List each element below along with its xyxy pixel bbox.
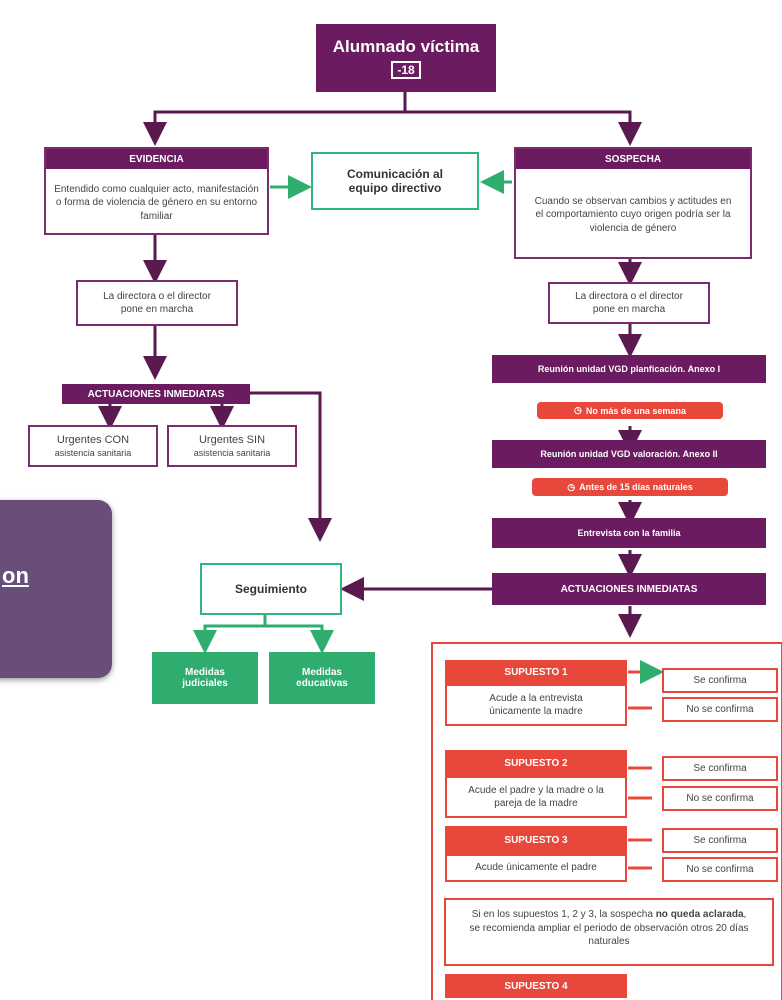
supuesto-2-yes: Se confirma (662, 756, 778, 781)
actuaciones-left: ACTUACIONES INMEDIATAS (62, 384, 250, 404)
top-title: Alumnado víctima (332, 37, 480, 56)
top-node: Alumnado víctima -18 (316, 24, 496, 92)
medidas-educativas-box: Medidas educativas (269, 652, 375, 704)
entrevista-box: Entrevista con la familia (492, 518, 766, 548)
supuesto-2-header: SUPUESTO 2 (445, 750, 627, 776)
supuesto-1-text: Acude a la entrevista únicamente la madr… (445, 684, 627, 726)
sospecha-text: Cuando se observan cambios y actitudes e… (534, 195, 732, 234)
supuesto-1-header: SUPUESTO 1 (445, 660, 627, 684)
medidas-judiciales-text: Medidas judiciales (182, 667, 228, 689)
urgentes-con-title: Urgentes CON (56, 433, 130, 446)
no-mas-semana-pill: ◷ No más de una semana (537, 402, 723, 419)
sospecha-header: SOSPECHA (516, 149, 750, 169)
medidas-educativas-text: Medidas educativas (296, 667, 348, 689)
antes-15-pill: ◷ Antes de 15 días naturales (532, 478, 728, 496)
directora-right-text: La directora o el director pone en march… (575, 290, 683, 316)
evidencia-box: EVIDENCIA Entendido como cualquier acto,… (44, 147, 269, 235)
comunicacion-box: Comunicación al equipo directivo (311, 152, 479, 210)
seguimiento-text: Seguimiento (234, 582, 307, 596)
supuesto-3-text: Acude únicamente el padre (445, 854, 627, 882)
supuesto-4-header: SUPUESTO 4 (445, 974, 627, 998)
no-mas-semana-text: No más de una semana (585, 405, 686, 416)
nota-box: Si en los supuestos 1, 2 y 3, la sospech… (444, 898, 774, 966)
urgentes-sin-title: Urgentes SIN (198, 433, 266, 446)
supuesto-3-header: SUPUESTO 3 (445, 826, 627, 854)
clock-icon: ◷ (574, 405, 582, 415)
reunion-planificacion: Reunión unidad VGD planficación. Anexo I (492, 355, 766, 383)
side-tab-text[interactable]: on (2, 563, 29, 588)
directora-right-box: La directora o el director pone en march… (548, 282, 710, 324)
entrevista-prefix: Entrevista con (577, 528, 642, 538)
medidas-judiciales-box: Medidas judiciales (152, 652, 258, 704)
antes-15-text: Antes de 15 días naturales (579, 482, 693, 492)
supuesto-1-no: No se confirma (662, 697, 778, 722)
comunicacion-text: Comunicación al equipo directivo (346, 167, 444, 195)
directora-left-box: La directora o el director pone en march… (76, 280, 238, 326)
reunion-valoracion: Reunión unidad VGD valoración. Anexo II (492, 440, 766, 468)
actuaciones-right: ACTUACIONES INMEDIATAS (492, 573, 766, 605)
entrevista-bold: la familia (642, 528, 681, 538)
supuesto-2-no: No se confirma (662, 786, 778, 811)
nota-bold: no queda aclarada (655, 909, 744, 920)
urgentes-sin-sub: asistencia sanitaria (193, 448, 271, 459)
nota-p2: , se recomienda ampliar el periodo de ob… (469, 909, 749, 947)
directora-left-text: La directora o el director pone en march… (103, 290, 211, 316)
clock-icon: ◷ (567, 481, 576, 492)
supuesto-3-yes: Se confirma (662, 828, 778, 853)
evidencia-header: EVIDENCIA (46, 149, 267, 169)
urgentes-con-box: Urgentes CON asistencia sanitaria (28, 425, 158, 467)
evidencia-text: Entendido como cualquier acto, manifesta… (54, 183, 259, 222)
nota-p1: Si en los supuestos 1, 2 y 3, la sospech… (471, 909, 656, 920)
sospecha-box: SOSPECHA Cuando se observan cambios y ac… (514, 147, 752, 259)
supuesto-1-yes: Se confirma (662, 668, 778, 693)
seguimiento-box: Seguimiento (200, 563, 342, 615)
supuesto-3-no: No se confirma (662, 857, 778, 882)
age-badge: -18 (391, 61, 421, 79)
side-tab[interactable]: on (0, 500, 112, 678)
supuesto-2-text: Acude el padre y la madre o la pareja de… (445, 776, 627, 818)
urgentes-con-sub: asistencia sanitaria (54, 448, 132, 459)
urgentes-sin-box: Urgentes SIN asistencia sanitaria (167, 425, 297, 467)
